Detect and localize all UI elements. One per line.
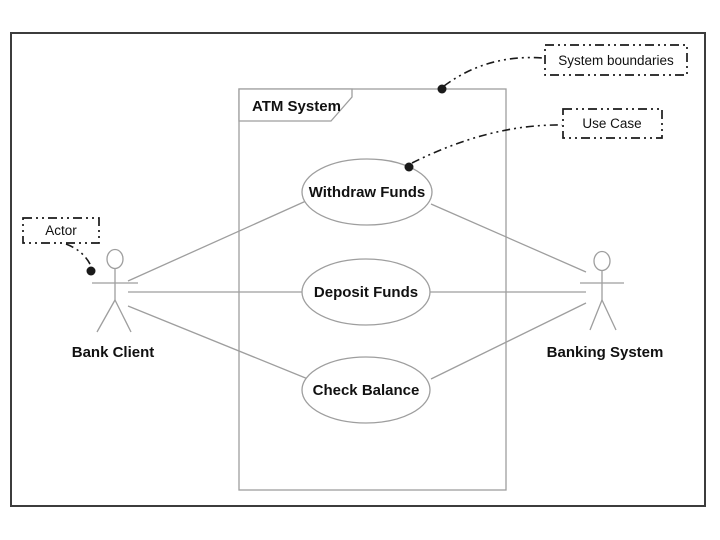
use-case-label-check-balance: Check Balance xyxy=(313,382,420,399)
leader-system-boundaries xyxy=(443,56,544,87)
annotation-label-actor: Actor xyxy=(45,223,77,238)
actor-label-banking-system: Banking System xyxy=(547,344,664,361)
annotation-leader-lines xyxy=(65,56,563,267)
system-boundary-label: ATM System xyxy=(252,98,341,115)
use-case-label-withdraw-funds: Withdraw Funds xyxy=(309,184,426,201)
actor-left-leg xyxy=(96,299,116,333)
annotation-label-use-case: Use Case xyxy=(582,116,641,131)
leader-actor xyxy=(65,243,92,267)
leader-dot-system-boundaries xyxy=(437,84,447,94)
leader-dot-use-case xyxy=(404,162,414,172)
association-bank-client-withdraw-funds xyxy=(127,200,307,282)
leader-use-case xyxy=(411,124,563,164)
system-boundary-box xyxy=(238,88,507,491)
system-boundary-name-tab xyxy=(238,88,353,122)
annotation-label-system-boundaries: System boundaries xyxy=(558,53,674,68)
annotation-box-system-boundaries xyxy=(544,44,688,76)
actor-right-leg xyxy=(114,299,132,333)
association-check-balance-banking-system xyxy=(430,302,587,380)
leader-dot-actor xyxy=(86,266,96,276)
annotation-box-actor xyxy=(22,217,100,244)
actor-icon-bank-client xyxy=(92,248,138,333)
actor-left-leg xyxy=(589,299,603,331)
association-withdraw-funds-banking-system xyxy=(430,203,587,273)
association-lines xyxy=(127,200,587,380)
use-case-ellipse-deposit-funds xyxy=(301,258,431,326)
use-case-ellipse-check-balance xyxy=(301,356,431,424)
actor-right-leg xyxy=(601,299,617,331)
use-case-ellipse-withdraw-funds xyxy=(301,158,433,226)
association-bank-client-check-balance xyxy=(127,305,309,380)
annotation-box-use-case xyxy=(562,108,663,139)
actor-label-bank-client: Bank Client xyxy=(72,344,155,361)
actor-icon-banking-system xyxy=(580,250,624,331)
use-case-label-deposit-funds: Deposit Funds xyxy=(314,284,418,301)
